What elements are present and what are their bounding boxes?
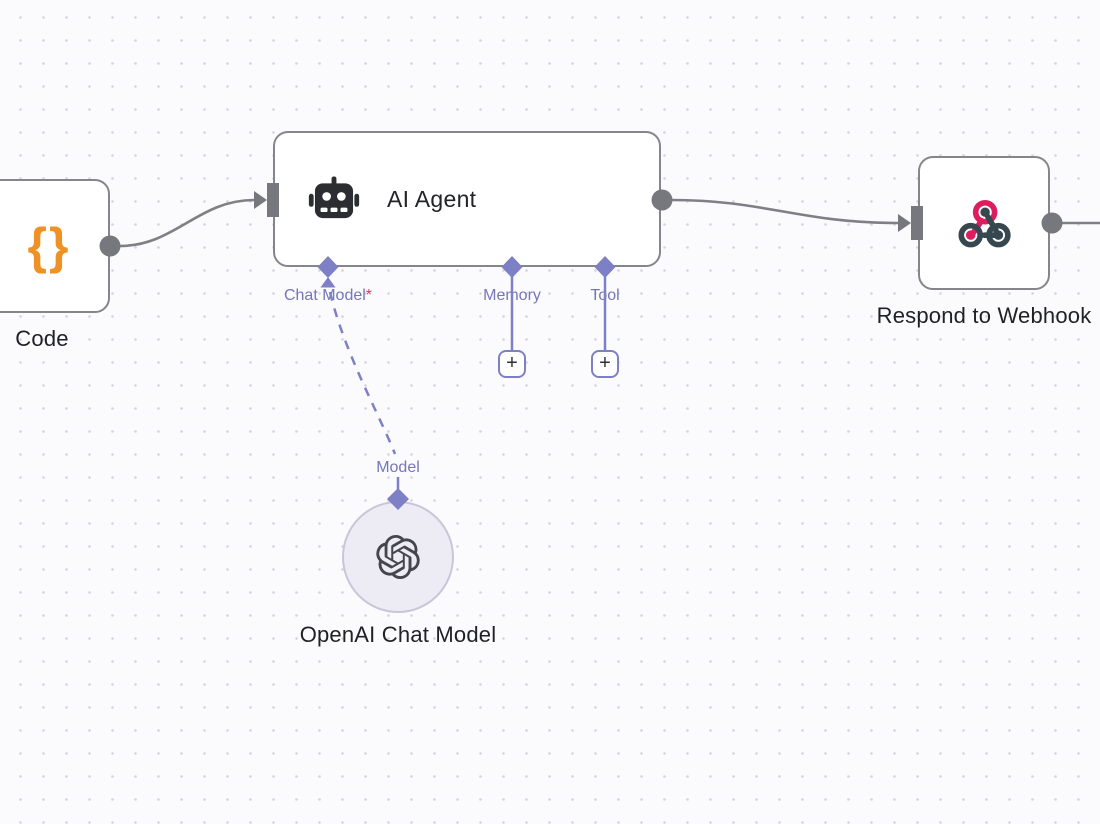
- port-label-model: Model: [376, 459, 420, 476]
- add-tool-button[interactable]: +: [591, 350, 619, 378]
- add-memory-button[interactable]: +: [498, 350, 526, 378]
- port-label-chat-model: Chat Model*: [258, 287, 398, 305]
- webhook-icon: [958, 199, 1011, 248]
- port-label-memory: Memory: [483, 287, 541, 304]
- node-openai-chat-model[interactable]: [342, 501, 454, 613]
- node-code-label: Code: [15, 326, 69, 351]
- chat-model-label-text: Chat Model: [283, 287, 366, 304]
- wire-agent-to-webhook[interactable]: [671, 198, 899, 225]
- wire-chat-model-to-openai[interactable]: [328, 291, 397, 455]
- node-respond-to-webhook[interactable]: [918, 156, 1050, 290]
- node-code[interactable]: {}: [0, 179, 110, 313]
- openai-icon: [376, 535, 420, 579]
- port-label-tool: Tool: [590, 287, 620, 304]
- node-ai-agent[interactable]: AI Agent: [273, 131, 661, 267]
- required-marker: *: [365, 287, 373, 304]
- robot-icon: [308, 176, 360, 219]
- webhook-input-arrow-icon: [898, 214, 911, 232]
- node-ai-agent-title: AI Agent: [387, 185, 477, 212]
- curly-braces-icon: {}: [27, 218, 71, 274]
- wire-code-to-agent[interactable]: [119, 198, 255, 248]
- agent-input-arrow-icon: [254, 191, 267, 209]
- node-webhook-label: Respond to Webhook: [876, 303, 1092, 328]
- node-openai-label: OpenAI Chat Model: [299, 622, 497, 647]
